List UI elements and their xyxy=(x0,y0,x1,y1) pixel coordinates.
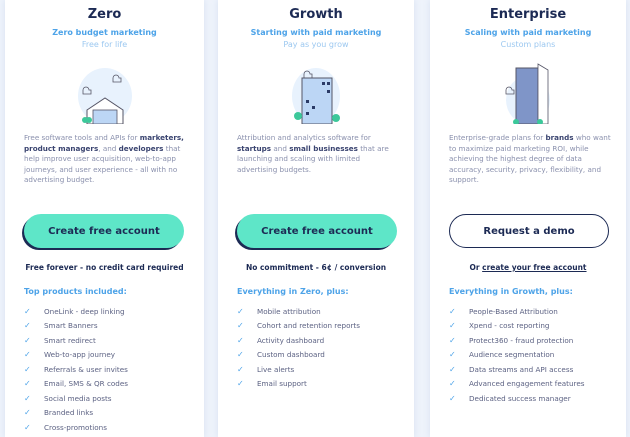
office-building-illustration xyxy=(292,68,340,124)
feature-item: ✓ Audience segmentation xyxy=(449,348,585,363)
check-icon: ✓ xyxy=(237,350,244,360)
check-icon: ✓ xyxy=(24,321,31,331)
feature-item: ✓ Referrals & user invites xyxy=(24,362,128,377)
features-heading: Top products included: xyxy=(24,287,127,296)
plan-note: Or create your free account xyxy=(430,263,626,272)
feature-label: Protect360 - fraud protection xyxy=(469,335,574,345)
check-icon: ✓ xyxy=(449,393,456,403)
feature-label: Cross-promotions xyxy=(44,422,107,432)
feature-label: Referrals & user invites xyxy=(44,364,128,374)
feature-item: ✓ Smart redirect xyxy=(24,333,128,348)
check-icon: ✓ xyxy=(24,306,31,316)
feature-item: ✓ Cross-promotions xyxy=(24,420,128,435)
check-icon: ✓ xyxy=(449,350,456,360)
feature-item: ✓ Email support xyxy=(237,377,360,392)
feature-item: ✓ Mobile attribution xyxy=(237,304,360,319)
check-icon: ✓ xyxy=(449,364,456,374)
feature-label: Activity dashboard xyxy=(257,335,325,345)
feature-item: ✓ Advanced engagement features xyxy=(449,377,585,392)
plan-price: Free for life xyxy=(81,40,128,49)
feature-label: Branded links xyxy=(44,408,94,418)
feature-label: Email support xyxy=(257,379,307,389)
feature-item: ✓ OneLink - deep linking xyxy=(24,304,128,319)
features-list: ✓ Mobile attribution ✓ Cohort and retention… xyxy=(237,304,360,391)
create-free-account-button[interactable]: Create free account xyxy=(24,214,184,248)
plan-note: No commitment - 6¢ / conversion xyxy=(245,263,387,272)
check-icon: ✓ xyxy=(237,379,244,389)
check-icon: ✓ xyxy=(24,335,31,345)
plan-card-growth: Growth Starting with paid marketing Pay … xyxy=(218,0,414,437)
features-list: ✓ People-Based Attribution ✓ Xpend - cost r… xyxy=(449,304,585,406)
check-icon: ✓ xyxy=(237,364,244,374)
feature-item: ✓ Smart Banners xyxy=(24,319,128,334)
check-icon: ✓ xyxy=(24,350,31,360)
plan-price: Custom plans xyxy=(500,40,556,49)
plan-subtitle: Zero budget marketing xyxy=(52,28,157,37)
feature-item: ✓ Activity dashboard xyxy=(237,333,360,348)
feature-label: Email, SMS & QR codes xyxy=(44,379,129,389)
feature-label: Custom dashboard xyxy=(257,350,325,360)
plan-subtitle: Scaling with paid marketing xyxy=(464,28,592,37)
note-prefix: Or xyxy=(469,263,483,272)
check-icon: ✓ xyxy=(237,306,244,316)
check-icon: ✓ xyxy=(24,408,31,418)
feature-item: ✓ Social media posts xyxy=(24,391,128,406)
plan-note: Free forever - no credit card required xyxy=(25,263,184,272)
check-icon: ✓ xyxy=(449,335,456,345)
features-heading: Everything in Zero, plus: xyxy=(237,287,349,296)
feature-label: Dedicated success manager xyxy=(469,393,571,403)
feature-item: ✓ Custom dashboard xyxy=(237,348,360,363)
plan-subtitle: Starting with paid marketing xyxy=(250,28,382,37)
feature-item: ✓ Cohort and retention reports xyxy=(237,319,360,334)
check-icon: ✓ xyxy=(24,393,31,403)
feature-item: ✓ Data streams and API access xyxy=(449,362,585,377)
check-icon: ✓ xyxy=(449,321,456,331)
plan-description: Attribution and analytics software for s… xyxy=(237,133,389,174)
create-free-account-link[interactable]: create your free account xyxy=(482,263,587,272)
feature-item: ✓ Dedicated success manager xyxy=(449,391,585,406)
check-icon: ✓ xyxy=(237,321,244,331)
house-illustration xyxy=(77,68,132,124)
feature-item: ✓ Protect360 - fraud protection xyxy=(449,333,585,348)
plan-title: Growth xyxy=(289,7,343,22)
request-demo-button[interactable]: Request a demo xyxy=(449,214,609,248)
check-icon: ✓ xyxy=(24,379,31,389)
feature-label: Audience segmentation xyxy=(469,350,555,360)
feature-item: ✓ Email, SMS & QR codes xyxy=(24,377,128,392)
feature-item: ✓ Live alerts xyxy=(237,362,360,377)
plan-card-zero: Zero Zero budget marketing Free for life… xyxy=(5,0,204,437)
check-icon: ✓ xyxy=(24,422,31,432)
plan-card-enterprise: Enterprise Scaling with paid marketing C… xyxy=(430,0,626,437)
feature-item: ✓ People-Based Attribution xyxy=(449,304,585,319)
feature-label: OneLink - deep linking xyxy=(44,306,125,316)
plan-title: Enterprise xyxy=(489,7,567,22)
feature-label: Mobile attribution xyxy=(257,306,321,316)
feature-item: ✓ Branded links xyxy=(24,406,128,421)
check-icon: ✓ xyxy=(449,306,456,316)
skyscraper-illustration xyxy=(505,63,550,124)
feature-label: Xpend - cost reporting xyxy=(469,321,550,331)
feature-label: Web-to-app journey xyxy=(44,350,116,360)
check-icon: ✓ xyxy=(24,364,31,374)
feature-item: ✓ Xpend - cost reporting xyxy=(449,319,585,334)
feature-label: Data streams and API access xyxy=(469,364,574,374)
feature-label: Advanced engagement features xyxy=(469,379,585,389)
feature-label: Cohort and retention reports xyxy=(257,321,360,331)
feature-label: Smart Banners xyxy=(44,321,98,331)
create-free-account-button[interactable]: Create free account xyxy=(237,214,397,248)
plan-price: Pay as you grow xyxy=(283,40,349,49)
check-icon: ✓ xyxy=(449,379,456,389)
feature-label: Smart redirect xyxy=(44,335,96,345)
feature-item: ✓ Web-to-app journey xyxy=(24,348,128,363)
plan-title: Zero xyxy=(87,7,122,22)
plan-description: Enterprise-grade plans for brands who wa… xyxy=(449,133,611,184)
features-heading: Everything in Growth, plus: xyxy=(449,287,573,296)
feature-label: Social media posts xyxy=(44,393,112,403)
feature-label: Live alerts xyxy=(257,364,295,374)
feature-label: People-Based Attribution xyxy=(469,306,558,316)
check-icon: ✓ xyxy=(237,335,244,345)
plan-description: Free software tools and APIs for markete… xyxy=(24,133,184,184)
features-list: ✓ OneLink - deep linking ✓ Smart Banners ✓ Sm… xyxy=(24,304,128,435)
